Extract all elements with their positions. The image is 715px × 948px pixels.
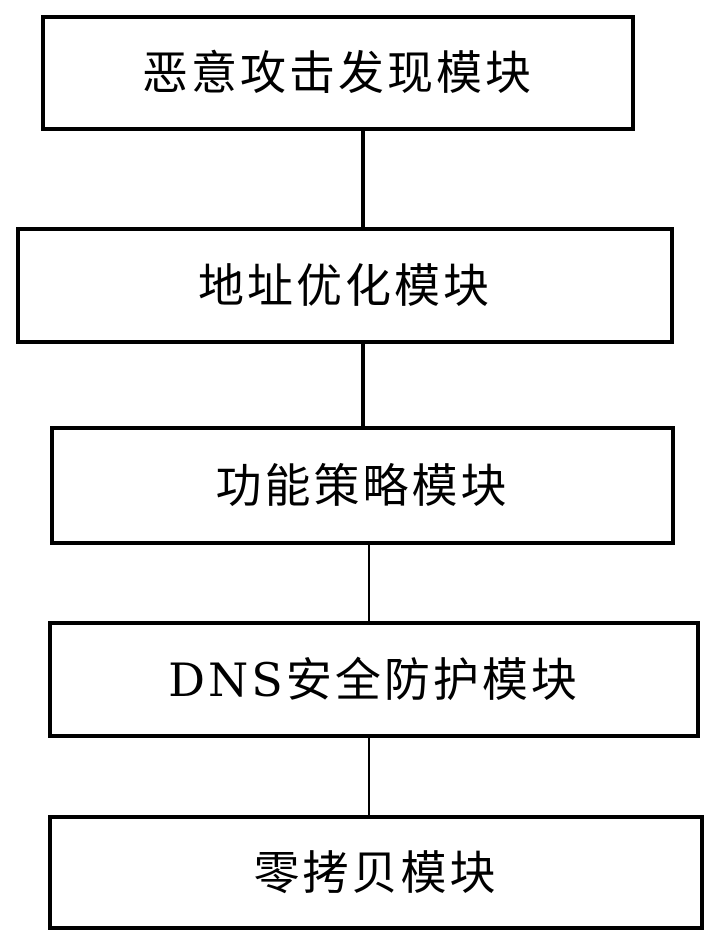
node-zero-copy-module: 零拷贝模块: [48, 815, 704, 930]
connector-box4-box5: [368, 737, 370, 816]
node-malicious-attack-discovery-module: 恶意攻击发现模块: [41, 15, 635, 131]
connector-box2-box3: [361, 343, 365, 427]
node-address-optimization-module: 地址优化模块: [16, 227, 674, 344]
node-function-strategy-module: 功能策略模块: [50, 426, 675, 545]
connector-box1-box2: [361, 131, 365, 228]
node-label: DNS安全防护模块: [168, 652, 580, 707]
node-dns-security-protection-module: DNS安全防护模块: [48, 621, 700, 738]
connector-box3-box4: [368, 544, 370, 622]
node-label: 恶意攻击发现模块: [142, 46, 534, 100]
node-label: 地址优化模块: [198, 258, 492, 313]
node-label: 功能策略模块: [215, 458, 510, 513]
node-label: 零拷贝模块: [253, 845, 499, 900]
